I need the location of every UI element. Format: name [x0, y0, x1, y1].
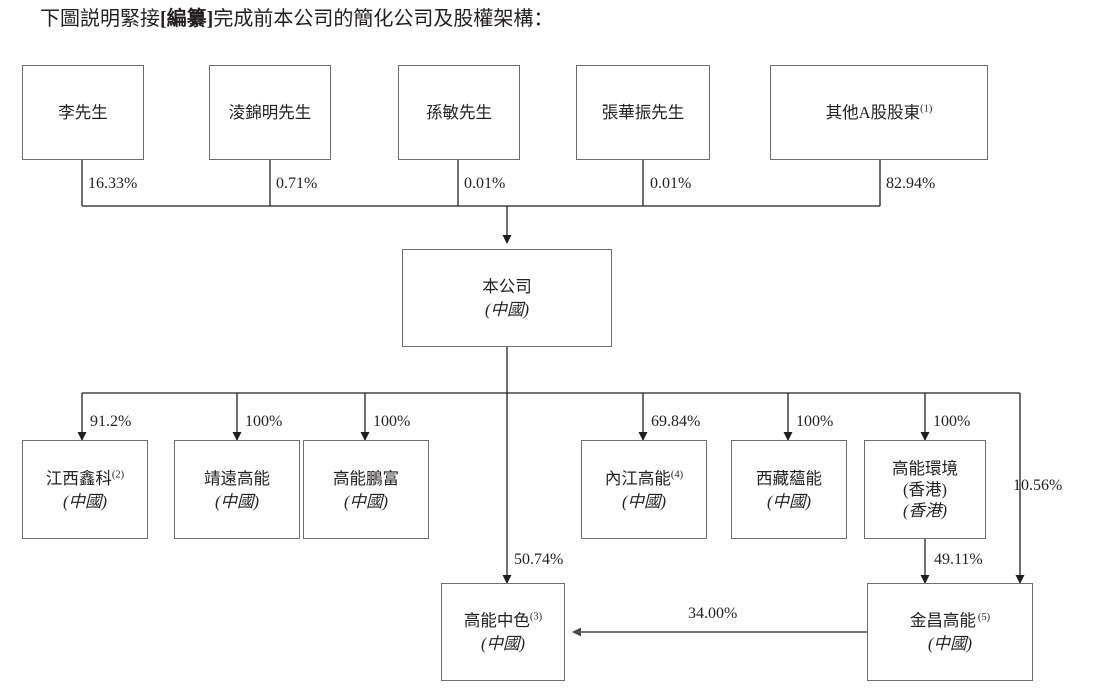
- node-subsidiary-jiangxi-xinke[interactable]: 江西鑫科(2) (中國): [22, 440, 148, 539]
- node-jurisdiction: (中國): [481, 634, 525, 653]
- edge-label-jinchang-to-zhongse: 34.00%: [688, 605, 738, 622]
- node-label: 其他A股股東(1): [825, 103, 933, 122]
- node-jurisdiction: (中國): [63, 491, 107, 511]
- node-subsidiary-neijiang-gaoneng[interactable]: 內江高能(4) (中國): [581, 440, 707, 539]
- node-subsidiary-gaoneng-pengfu[interactable]: 高能鵬富 (中國): [303, 440, 429, 539]
- edge-label-stake-other-a: 82.94%: [886, 175, 936, 192]
- node-label: 內江高能(4): [604, 468, 684, 488]
- edge-label-stake-sun: 0.01%: [464, 175, 506, 192]
- node-jinchang-gaoneng[interactable]: 金昌高能(5) (中國): [867, 583, 1033, 681]
- node-company[interactable]: 本公司 (中國): [402, 249, 612, 347]
- footnote-ref: (1): [920, 103, 933, 115]
- node-jurisdiction: (中國): [622, 491, 666, 511]
- edge-label-stake-li: 16.33%: [88, 175, 138, 192]
- node-shareholder-other-a[interactable]: 其他A股股東(1): [770, 65, 988, 160]
- edge-label-stake-gaoneng-huanjing: 100%: [933, 413, 971, 430]
- node-subsidiary-xizang-yunneng[interactable]: 西藏蘊能 (中國): [731, 440, 847, 539]
- node-label: 李先生: [58, 103, 108, 122]
- node-label: 江西鑫科(2): [45, 468, 125, 488]
- edge-label-stake-zhang: 0.01%: [650, 175, 692, 192]
- edge-label-company-to-jinchang: 10.56%: [1013, 477, 1063, 494]
- footnote-ref: (4): [670, 469, 684, 480]
- footnote-ref: (5): [977, 611, 991, 623]
- node-jurisdiction-primary: (香港): [903, 480, 947, 499]
- footnote-ref: (3): [529, 611, 543, 623]
- node-label: 張華振先生: [601, 103, 685, 122]
- node-label: 高能環境: [892, 459, 958, 478]
- title-before: 下圖説明緊接: [40, 8, 160, 30]
- node-jurisdiction: (中國): [344, 491, 388, 511]
- edge-label-stake-jingyuan-gaoneng: 100%: [245, 413, 283, 430]
- node-jurisdiction: (中國): [928, 634, 972, 653]
- node-label: 靖遠高能: [204, 468, 270, 488]
- footnote-ref: (2): [111, 469, 125, 480]
- node-shareholder-sun[interactable]: 孫敏先生: [398, 65, 520, 160]
- edge-label-huanjing-to-jinchang: 49.11%: [934, 551, 983, 568]
- node-label: 高能鵬富: [333, 468, 399, 488]
- node-shareholder-ling[interactable]: 淩錦明先生: [209, 65, 331, 160]
- title-bold-token: [編纂]: [160, 8, 214, 30]
- node-subsidiary-jingyuan-gaoneng[interactable]: 靖遠高能 (中國): [174, 440, 300, 539]
- node-label: 西藏蘊能: [756, 468, 822, 488]
- node-shareholder-li[interactable]: 李先生: [22, 65, 144, 160]
- node-jurisdiction: (香港): [903, 501, 947, 520]
- node-label: 本公司: [482, 277, 532, 296]
- edge-label-company-to-zhongse: 50.74%: [514, 551, 564, 568]
- edge-label-stake-xizang-yunneng: 100%: [796, 413, 834, 430]
- page-title: 下圖説明緊接[編纂]完成前本公司的簡化公司及股權架構：: [40, 4, 553, 34]
- node-shareholder-zhang[interactable]: 張華振先生: [576, 65, 710, 160]
- edge-label-stake-gaoneng-pengfu: 100%: [373, 413, 411, 430]
- edge-label-stake-neijiang-gaoneng: 69.84%: [651, 413, 701, 430]
- node-jurisdiction: (中國): [215, 491, 259, 511]
- node-label: 孫敏先生: [426, 103, 492, 122]
- node-jurisdiction: (中國): [485, 300, 529, 319]
- node-label: 淩錦明先生: [228, 103, 312, 122]
- node-jurisdiction: (中國): [767, 491, 811, 511]
- edge-label-stake-ling: 0.71%: [276, 175, 318, 192]
- node-label: 高能中色(3): [463, 611, 543, 630]
- title-after: 完成前本公司的簡化公司及股權架構：: [213, 8, 554, 30]
- node-subsidiary-gaoneng-huanjing[interactable]: 高能環境 (香港) (香港): [864, 440, 986, 539]
- node-label: 金昌高能(5): [909, 611, 991, 630]
- node-gaoneng-zhongse[interactable]: 高能中色(3) (中國): [441, 583, 565, 681]
- edge-label-stake-jiangxi-xinke: 91.2%: [90, 413, 132, 430]
